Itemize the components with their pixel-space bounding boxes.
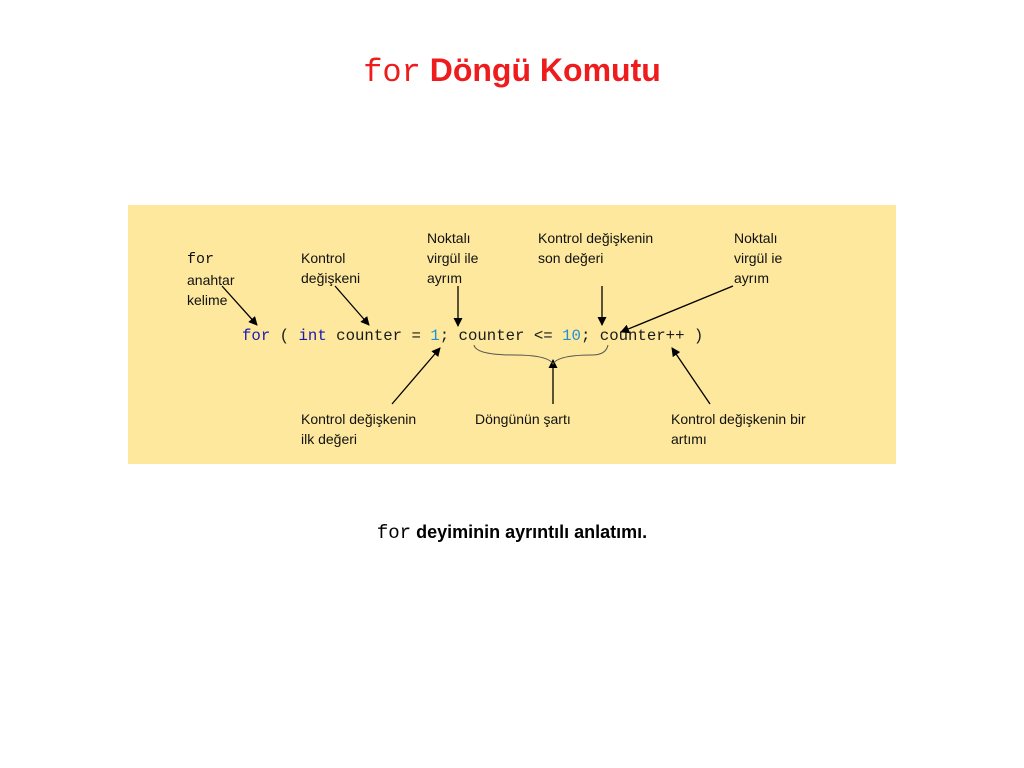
- diagram-panel: [128, 205, 896, 464]
- caption: for deyiminin ayrıntılı anlatımı.: [0, 520, 1024, 545]
- caption-text: deyiminin ayrıntılı anlatımı.: [416, 522, 648, 542]
- slide-title: for Döngü Komutu: [0, 50, 1024, 93]
- code-paren-open: (: [270, 327, 299, 345]
- label-keyword-mono: for: [187, 251, 215, 268]
- code-declaration: counter =: [326, 327, 431, 345]
- code-increment: ; counter++ ): [580, 327, 704, 345]
- title-keyword: for: [363, 54, 421, 91]
- title-text: Döngü Komutu: [429, 52, 661, 88]
- code-condition: ; counter <=: [439, 327, 563, 345]
- label-semicolon-1: Noktalı virgül ile ayrım: [427, 230, 479, 286]
- label-increment: Kontrol değişkenin bir artımı: [671, 411, 806, 447]
- label-control-variable: Kontrol değişkeni: [301, 250, 361, 286]
- code-for-keyword: for: [242, 327, 271, 345]
- caption-keyword: for: [376, 522, 412, 544]
- label-semicolon-2: Noktalı virgül ie ayrım: [734, 230, 783, 286]
- label-final-value: Kontrol değişkenin son değeri: [538, 230, 654, 266]
- code-limit-value: 10: [562, 327, 581, 345]
- label-keyword-text: anahtar kelime: [187, 272, 235, 308]
- code-initial-value: 1: [430, 327, 440, 345]
- label-keyword: for anahtar kelime: [187, 248, 234, 310]
- code-int-keyword: int: [298, 327, 327, 345]
- label-loop-condition: Döngünün şartı: [475, 411, 571, 427]
- code-line: for ( int counter = 1; counter <= 10; co…: [242, 326, 703, 346]
- label-initial-value: Kontrol değişkenin ilk değeri: [301, 411, 417, 447]
